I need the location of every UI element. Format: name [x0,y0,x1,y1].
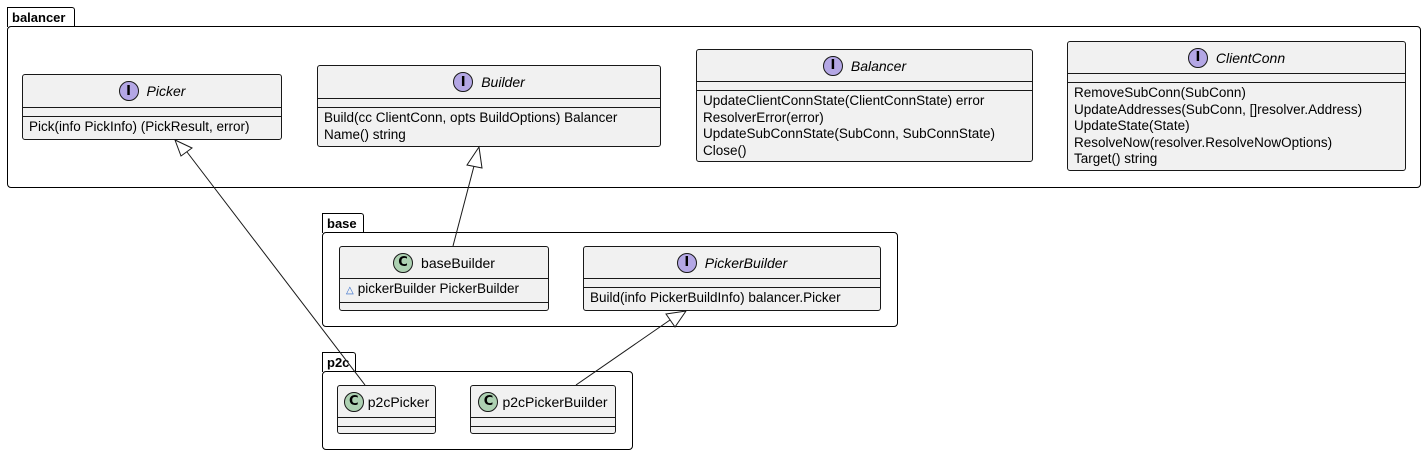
class-basebuilder[interactable]: C baseBuilder △pickerBuilder PickerBuild… [339,246,549,311]
class-builder[interactable]: I Builder Build(cc ClientConn, opts Buil… [317,65,661,147]
method: Pick(info PickInfo) (PickResult, error) [29,119,250,134]
method: Build(info PickerBuildInfo) balancer.Pic… [590,290,841,305]
package-p2c-tab: p2c [322,352,356,372]
class-name: Builder [481,74,525,90]
method: ResolveNow(resolver.ResolveNowOptions) [1074,134,1333,150]
class-builder-header: I Builder [318,66,660,99]
methods-compartment: UpdateClientConnState(ClientConnState) e… [697,91,1032,161]
methods-compartment: RemoveSubConn(SubConn) UpdateAddresses(S… [1068,83,1405,170]
class-icon: C [343,391,364,412]
method: UpdateAddresses(SubConn, []resolver.Addr… [1074,101,1363,117]
method: Name() string [324,126,406,142]
method: RemoveSubConn(SubConn) [1074,85,1246,100]
methods-compartment: Build(info PickerBuildInfo) balancer.Pic… [584,288,880,309]
method: Close() [703,142,747,158]
methods-compartment: Build(cc ClientConn, opts BuildOptions) … [318,108,660,145]
class-name: p2cPicker [367,393,430,410]
field-text: pickerBuilder PickerBuilder [357,281,520,296]
methods-compartment [471,427,615,435]
class-picker[interactable]: I Picker Pick(info PickInfo) (PickResult… [22,74,282,140]
class-name: baseBuilder [421,254,495,271]
package-visibility-icon: △ [346,285,354,296]
interface-icon: I [676,252,697,273]
method: Build(cc ClientConn, opts BuildOptions) … [324,110,618,125]
fields-compartment: △pickerBuilder PickerBuilder [340,279,548,303]
methods-compartment [338,427,435,435]
class-icon: C [393,252,414,273]
class-name: Picker [146,83,186,99]
fields-compartment [1068,74,1405,83]
class-picker-header: I Picker [23,75,281,108]
package-base-tab: base [322,213,364,233]
method: UpdateClientConnState(ClientConnState) e… [703,93,985,108]
fields-compartment [584,279,880,288]
class-name: ClientConn [1215,49,1286,66]
interface-icon: I [1187,47,1208,68]
class-name: Balancer [850,57,907,74]
class-clientconn-header: I ClientConn [1068,42,1405,74]
method: Target() string [1074,151,1158,166]
method: UpdateState(State) [1074,118,1190,133]
methods-compartment [340,303,548,309]
interface-icon: I [453,72,474,92]
fields-compartment [338,418,435,427]
class-balancer[interactable]: I Balancer UpdateClientConnState(ClientC… [696,49,1033,162]
class-p2cpicker-header: C p2cPicker [338,386,435,418]
interface-icon: I [118,81,139,101]
fields-compartment [23,108,281,117]
class-clientconn[interactable]: I ClientConn RemoveSubConn(SubConn) Upda… [1067,41,1406,171]
class-icon: C [478,391,499,412]
class-p2cpickerbuilder[interactable]: C p2cPickerBuilder [470,385,616,434]
class-basebuilder-header: C baseBuilder [340,247,548,279]
class-pickerbuilder-header: I PickerBuilder [584,247,880,279]
class-p2cpicker[interactable]: C p2cPicker [337,385,436,434]
method: ResolverError(error) [703,109,824,125]
package-balancer-tab: balancer [7,7,75,27]
interface-icon: I [822,55,843,76]
field: △pickerBuilder PickerBuilder [346,281,542,300]
fields-compartment [697,82,1032,91]
class-p2cpickerbuilder-header: C p2cPickerBuilder [471,386,615,418]
class-balancer-header: I Balancer [697,50,1032,82]
fields-compartment [471,418,615,427]
class-name: p2cPickerBuilder [502,393,608,410]
method: UpdateSubConnState(SubConn, SubConnState… [703,126,995,141]
methods-compartment: Pick(info PickInfo) (PickResult, error) [23,117,281,138]
class-pickerbuilder[interactable]: I PickerBuilder Build(info PickerBuildIn… [583,246,881,311]
fields-compartment [318,99,660,108]
class-name: PickerBuilder [704,254,788,271]
